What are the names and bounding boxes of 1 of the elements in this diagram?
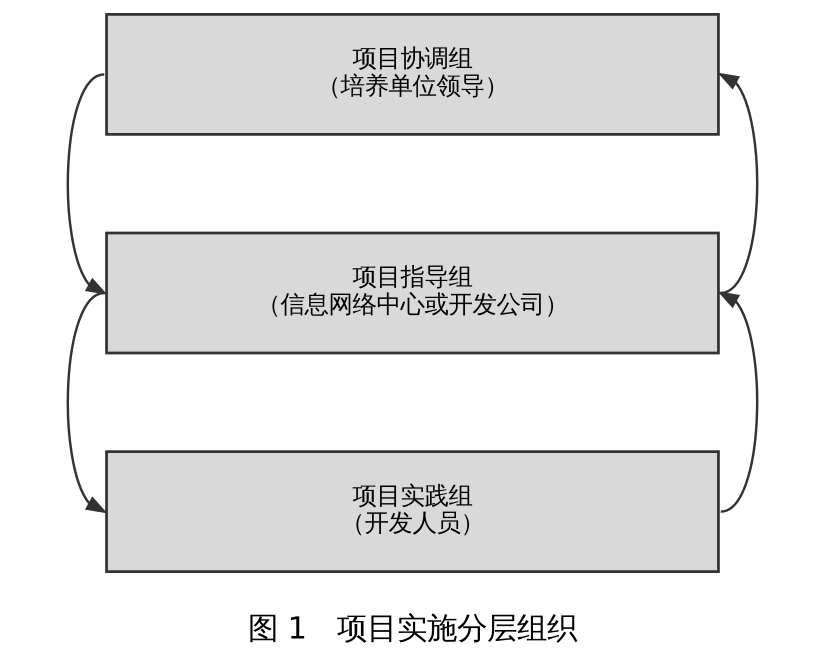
caption: 图 1 项目实施分层组织	[248, 611, 576, 646]
